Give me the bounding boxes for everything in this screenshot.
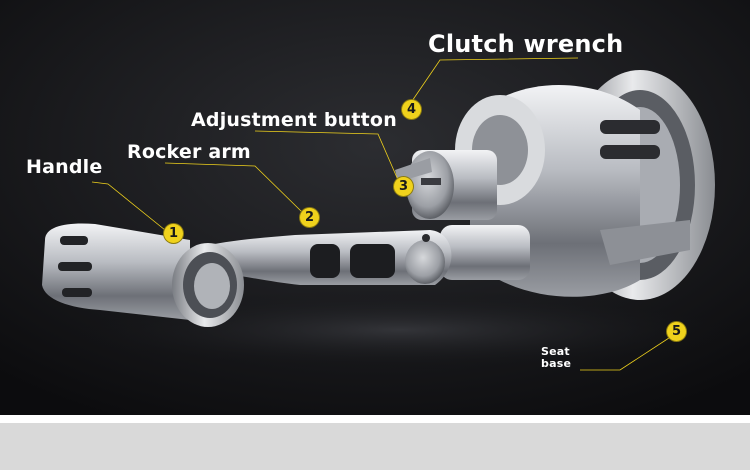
label-seat-base-line1: Seat — [541, 345, 570, 358]
label-adjustment-button: Adjustment button — [191, 109, 397, 131]
fishing-reel-photo — [0, 0, 750, 415]
marker-1: 1 — [164, 224, 183, 243]
label-clutch-wrench: Clutch wrench — [428, 30, 624, 58]
marker-2: 2 — [300, 208, 319, 227]
label-seat-base: Seat base — [541, 346, 571, 370]
leader-lines — [91, 57, 673, 371]
rocker-arm — [195, 230, 452, 285]
product-photo-stage: Handle Rocker arm Adjustment button Clut… — [0, 0, 750, 415]
handle-grip — [42, 223, 244, 327]
label-handle: Handle — [26, 156, 103, 178]
bottom-band — [0, 423, 750, 470]
bottom-divider — [0, 415, 750, 423]
reel-shaft — [440, 225, 530, 280]
label-seat-base-line2: base — [541, 357, 572, 370]
label-rocker-arm: Rocker arm — [127, 141, 251, 163]
adjustment-knob — [395, 150, 497, 220]
marker-4: 4 — [402, 100, 421, 119]
marker-3: 3 — [394, 177, 413, 196]
marker-5: 5 — [667, 322, 686, 341]
